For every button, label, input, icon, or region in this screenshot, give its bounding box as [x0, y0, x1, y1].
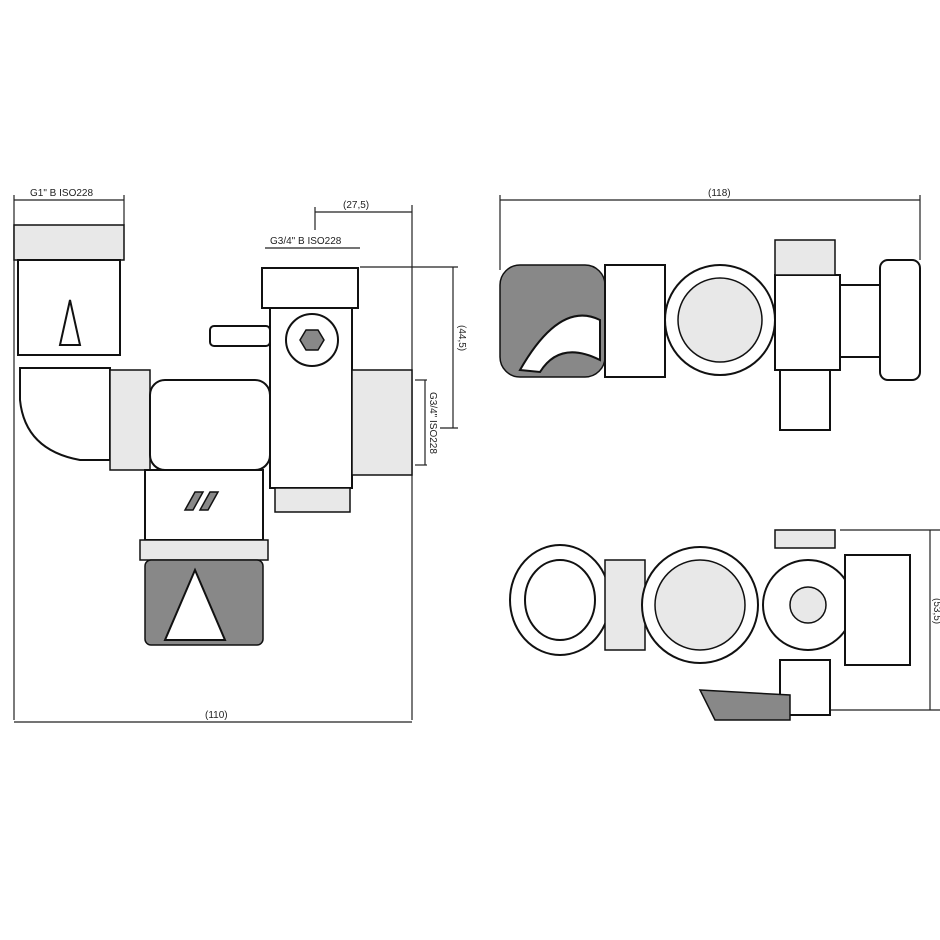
outlet-thread-label: G3/4" B ISO228	[270, 236, 342, 247]
height-label: (44,5)	[456, 325, 467, 351]
side-thread-label: G3/4" ISO228	[427, 392, 438, 454]
side-view: (53,5)	[509, 529, 940, 721]
offset-label: (27,5)	[343, 200, 369, 211]
inlet-thread-label: G1" B ISO228	[30, 188, 93, 199]
front-view: G1" B ISO228 (27,5) G3/4" B ISO228 (44,5…	[13, 188, 467, 723]
top-view: (118)	[499, 188, 921, 431]
depth-label: (53,5)	[931, 598, 940, 624]
width-label: (110)	[205, 710, 228, 721]
length-label: (118)	[708, 188, 731, 199]
